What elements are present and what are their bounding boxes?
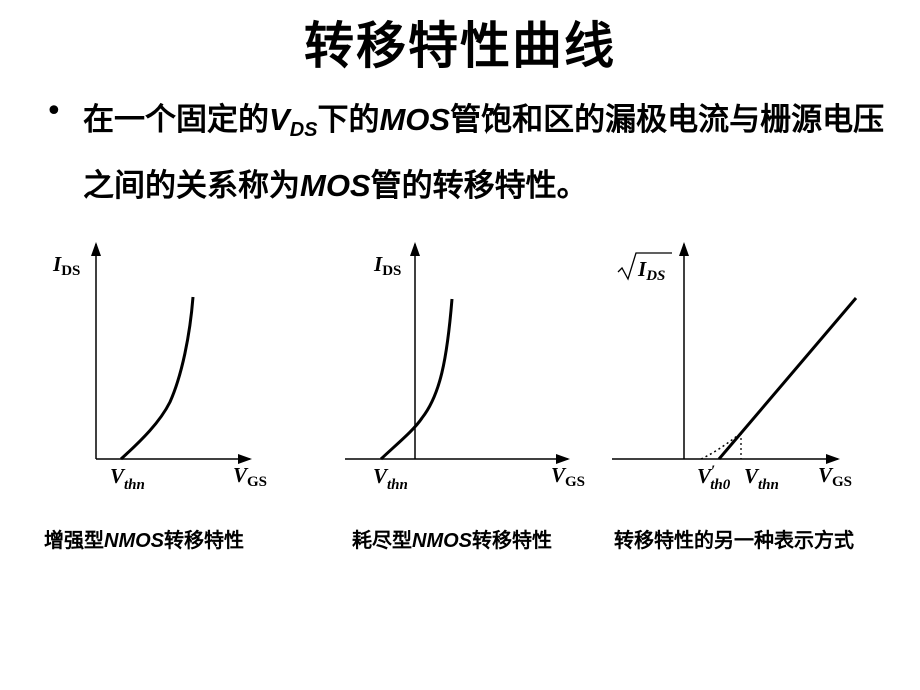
graph3-vth0-label: V′th0 xyxy=(697,463,731,493)
graph1-y-label: IDS xyxy=(52,252,80,279)
graph3-vthn-sub: thn xyxy=(758,477,779,493)
graph2-vthn-sub: thn xyxy=(387,477,408,493)
graph2-y-label-sub: DS xyxy=(382,263,401,279)
bullet-part-2: 下的 xyxy=(317,102,380,138)
mos-label-1: MOS xyxy=(379,102,451,137)
graph1-y-label-main: I xyxy=(52,252,62,276)
graph3-linear-line xyxy=(717,297,858,460)
graph3-x-label-sub: GS xyxy=(832,474,852,490)
graph3-x-label: VGS xyxy=(818,463,852,490)
vds-subscript: DS xyxy=(289,119,318,141)
mos-label-2: MOS xyxy=(300,168,371,203)
bullet-dot-icon: • xyxy=(45,94,63,129)
graph3-vth0-prime: ′ xyxy=(711,463,715,479)
graph1-vthn-main: V xyxy=(110,464,126,488)
caption1-nmos: NMOS xyxy=(104,530,164,552)
graph1-curve xyxy=(119,296,195,461)
graph2-curve xyxy=(379,298,454,461)
bullet-part-4: 管的转移特性。 xyxy=(370,168,588,204)
graph3-vth0-main: V xyxy=(697,464,713,488)
caption2-nmos: NMOS xyxy=(412,530,472,552)
graph1-y-label-sub: DS xyxy=(61,263,80,279)
graph2-y-label-main: I xyxy=(373,252,383,276)
bullet-text: 在一个固定的VDS下的MOS管饱和区的漏极电流与栅源电压之间的关系称为MOS管的… xyxy=(83,92,903,214)
graph2-x-label: VGS xyxy=(551,463,585,490)
graph1-x-label-main: V xyxy=(233,463,249,487)
graph2-y-label: IDS xyxy=(373,252,401,279)
graph-sqrt-representation: IDS VGS V′th0 Vthn xyxy=(612,242,858,493)
caption1-pre: 增强型 xyxy=(44,528,104,552)
graph1-vthn-label: Vthn xyxy=(110,464,145,493)
caption-enhancement: 增强型NMOS转移特性 xyxy=(44,524,244,553)
caption2-pre: 耗尽型 xyxy=(352,528,412,552)
graph3-vthn-label: Vthn xyxy=(744,464,779,493)
graph3-x-label-main: V xyxy=(818,463,834,487)
caption3-pre: 转移特性的另一种表示方式 xyxy=(614,528,854,552)
caption-sqrt-representation: 转移特性的另一种表示方式 xyxy=(614,524,854,553)
graph2-vthn-main: V xyxy=(373,464,389,488)
vds-symbol: V xyxy=(269,102,290,137)
graph1-x-label-sub: GS xyxy=(247,474,267,490)
caption1-post: 转移特性 xyxy=(164,528,244,552)
graph-depletion: IDS VGS Vthn xyxy=(345,242,585,493)
graph1-x-label: VGS xyxy=(233,463,267,490)
bullet-part-3: 管饱和区的漏极电流与栅源电压之间的关系称为 xyxy=(83,102,885,204)
sqrt-radical-icon xyxy=(617,252,672,281)
graph3-y-label-sub: DS xyxy=(645,268,665,284)
graph1-vthn-sub: thn xyxy=(124,477,145,493)
graph3-y-label-main: I xyxy=(637,257,647,281)
slide-title: 转移特性曲线 xyxy=(304,17,616,75)
caption2-post: 转移特性 xyxy=(472,528,552,552)
graph2-x-label-main: V xyxy=(551,463,567,487)
graph3-vthn-main: V xyxy=(744,464,760,488)
bullet-part-1: 在一个固定的 xyxy=(83,102,269,138)
graph2-vthn-label: Vthn xyxy=(373,464,408,493)
graph-enhancement: IDS VGS Vthn xyxy=(52,242,267,493)
graph2-x-label-sub: GS xyxy=(565,474,585,490)
graph3-vth0-sub: th0 xyxy=(710,477,731,493)
graph3-y-label: IDS xyxy=(637,257,665,284)
caption-depletion: 耗尽型NMOS转移特性 xyxy=(352,524,552,553)
